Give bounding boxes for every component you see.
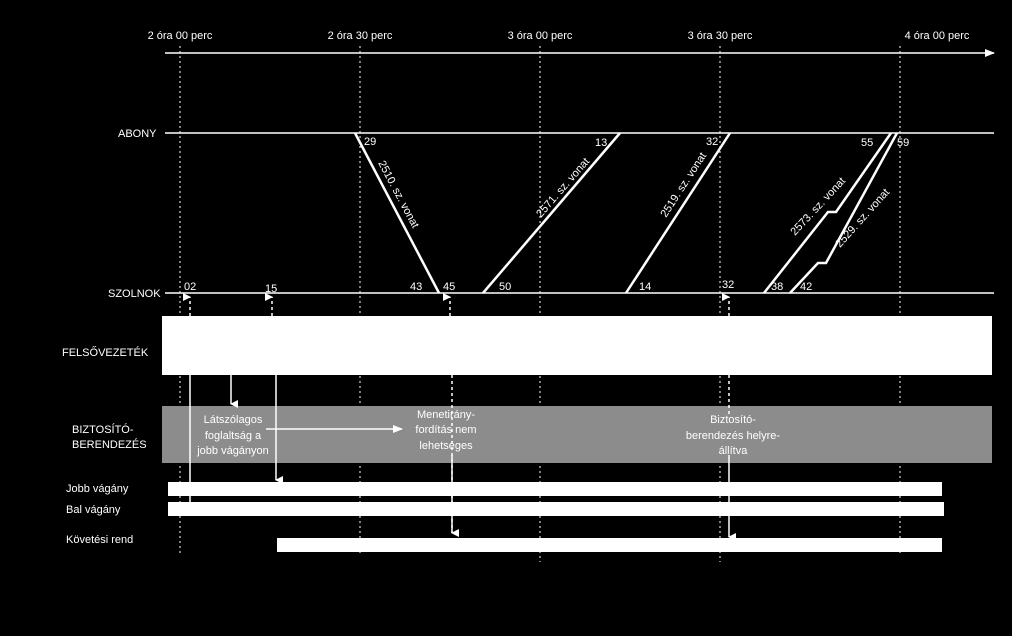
- note-latszolagos-1: Látszólagos: [204, 414, 263, 426]
- minute-label: 29: [364, 136, 376, 148]
- minute-label: 15: [265, 283, 277, 295]
- bal-vagany-bar: [168, 502, 944, 516]
- note-menetirany-2: fordítás nem: [415, 424, 476, 436]
- row-label-biztosito-2: BERENDEZÉS: [72, 438, 147, 451]
- station-label-szolnok: SZOLNOK: [108, 288, 161, 300]
- koveto-rend-bar: [277, 538, 942, 552]
- jobb-vagany-bar: [168, 482, 942, 496]
- time-tick-label: 2 óra 00 perc: [148, 30, 213, 42]
- train-label-2510: 2510. sz. vonat: [375, 159, 421, 231]
- time-tick-label: 4 óra 00 perc: [905, 30, 970, 42]
- time-tick-label: 2 óra 30 perc: [328, 30, 393, 42]
- note-menetirany-3: lehetséges: [419, 440, 473, 452]
- train-paths: [353, 132, 899, 294]
- station-label-abony: ABONY: [118, 128, 157, 140]
- note-latszolagos-2: foglaltság a: [205, 430, 262, 442]
- minute-label: 45: [443, 281, 455, 293]
- minute-label: 50: [499, 281, 511, 293]
- time-gridlines: [179, 46, 901, 562]
- minute-label: 13: [595, 137, 607, 149]
- row-label-jobb: Jobb vágány: [66, 483, 129, 495]
- note-biztosito-1: Biztosító-: [710, 414, 756, 426]
- minute-label: 14: [639, 281, 651, 293]
- biztosito-band: [162, 406, 992, 463]
- row-label-felsovezetek: FELSŐVEZETÉK: [62, 345, 149, 359]
- time-tick-label: 3 óra 00 perc: [508, 30, 573, 42]
- felsovezetek-band: [162, 316, 992, 375]
- train-path-2510: [353, 132, 441, 294]
- row-label-biztosito-1: BIZTOSÍTÓ-: [72, 423, 134, 436]
- note-biztosito-2: berendezés helyre-: [686, 430, 781, 442]
- train-path-2573: [763, 132, 893, 294]
- train-path-2519: [624, 132, 732, 294]
- minute-label: 32: [722, 279, 734, 291]
- row-label-bal: Bal vágány: [66, 504, 121, 516]
- train-path-2529: [789, 132, 899, 294]
- minute-label: 42: [800, 281, 812, 293]
- minute-label: 43: [410, 281, 422, 293]
- train-path-2571: [482, 132, 621, 294]
- train-label-2571: 2571. sz. vonat: [534, 156, 592, 220]
- note-biztosito-3: állítva: [719, 445, 749, 457]
- minute-label: 38: [771, 281, 783, 293]
- note-latszolagos-3: jobb vágányon: [196, 445, 269, 457]
- minute-label: 32: [706, 136, 718, 148]
- minute-label: 59: [897, 137, 909, 149]
- event-arrows: [183, 293, 736, 541]
- minute-label: 55: [861, 137, 873, 149]
- row-label-koveto: Követési rend: [66, 534, 133, 546]
- train-label-2519: 2519. sz. vonat: [658, 151, 709, 220]
- time-tick-label: 3 óra 30 perc: [688, 30, 753, 42]
- minute-label: 02: [184, 281, 196, 293]
- note-menetirany-1: Menetirány-: [417, 409, 475, 421]
